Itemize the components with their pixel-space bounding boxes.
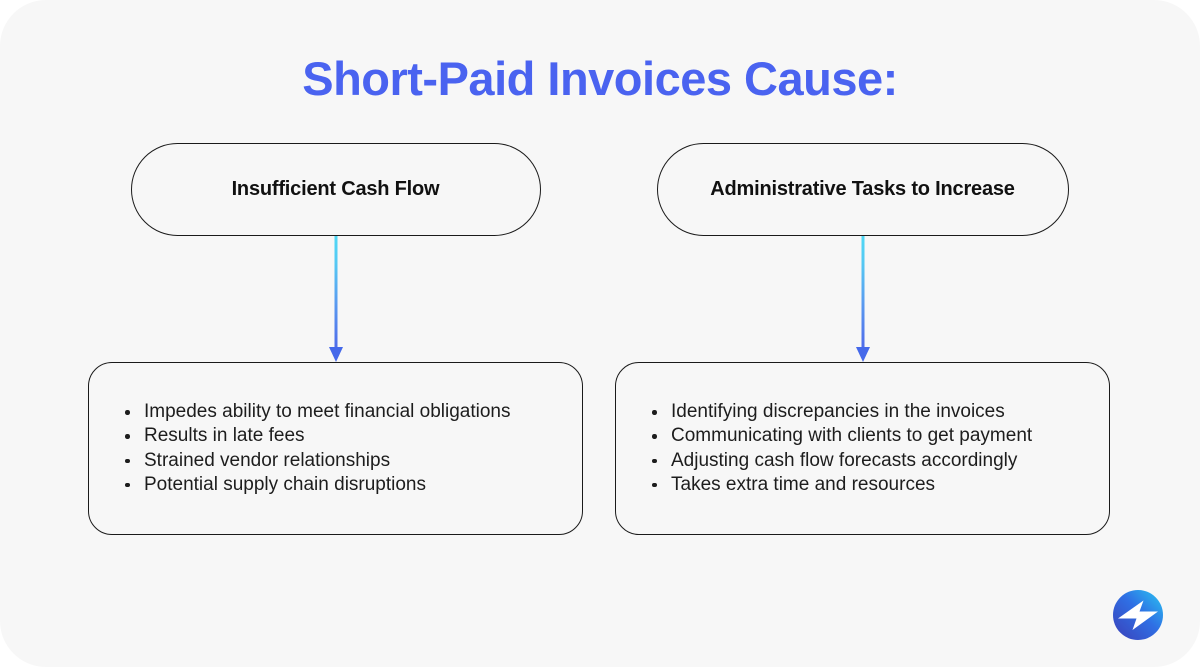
column-insufficient-cash-flow: Insufficient Cash Flow Impedes ability t…	[88, 143, 583, 535]
arrow-head	[855, 347, 870, 362]
cause-header-administrative-tasks: Administrative Tasks to Increase	[656, 143, 1069, 236]
list-item-label: Strained vendor relationships	[144, 449, 391, 471]
bullet-dot-icon	[652, 410, 657, 415]
bullet-dot-icon	[125, 410, 130, 415]
list-item: Strained vendor relationships	[125, 449, 510, 473]
list-item-label: Adjusting cash flow forecasts accordingl…	[671, 449, 1018, 471]
effects-card-administrative-tasks: Identifying discrepancies in the invoice…	[615, 362, 1110, 535]
effects-list-left: Impedes ability to meet financial obliga…	[89, 400, 510, 497]
list-item-label: Potential supply chain disruptions	[144, 473, 427, 495]
bullet-dot-icon	[125, 482, 130, 488]
arrow-down-icon-right	[855, 236, 870, 362]
list-item: Impedes ability to meet financial obliga…	[125, 400, 510, 424]
list-item: Takes extra time and resources	[652, 473, 1032, 497]
list-item-label: Identifying discrepancies in the invoice…	[671, 401, 1005, 423]
bullet-dot-icon	[125, 458, 130, 463]
list-item: Adjusting cash flow forecasts accordingl…	[652, 449, 1032, 473]
list-item-label: Communicating with clients to get paymen…	[671, 425, 1033, 447]
cause-header-insufficient-cash-flow: Insufficient Cash Flow	[130, 143, 541, 236]
arrow-shaft	[334, 236, 337, 348]
column-administrative-tasks: Administrative Tasks to Increase Identif…	[615, 143, 1110, 535]
bullet-dot-icon	[652, 434, 657, 439]
cause-header-label: Insufficient Cash Flow	[231, 178, 440, 200]
list-item: Identifying discrepancies in the invoice…	[652, 400, 1032, 424]
arrow-shaft	[861, 236, 864, 348]
effects-card-insufficient-cash-flow: Impedes ability to meet financial obliga…	[88, 362, 583, 535]
bullet-dot-icon	[125, 434, 130, 439]
list-item: Results in late fees	[125, 424, 510, 448]
list-item: Potential supply chain disruptions	[125, 473, 510, 497]
bullet-dot-icon	[652, 482, 657, 488]
bullet-dot-icon	[652, 458, 657, 463]
arrow-down-icon-left	[328, 236, 343, 362]
list-item: Communicating with clients to get paymen…	[652, 424, 1032, 448]
list-item-label: Impedes ability to meet financial obliga…	[144, 401, 511, 423]
effects-list-right: Identifying discrepancies in the invoice…	[616, 400, 1032, 497]
lightning-bolt-logo	[1112, 589, 1164, 641]
list-item-label: Results in late fees	[144, 425, 305, 447]
cause-header-label: Administrative Tasks to Increase	[710, 178, 1015, 200]
page-title: Short-Paid Invoices Cause:	[302, 52, 898, 105]
list-item-label: Takes extra time and resources	[671, 473, 936, 495]
arrow-head	[328, 347, 343, 362]
